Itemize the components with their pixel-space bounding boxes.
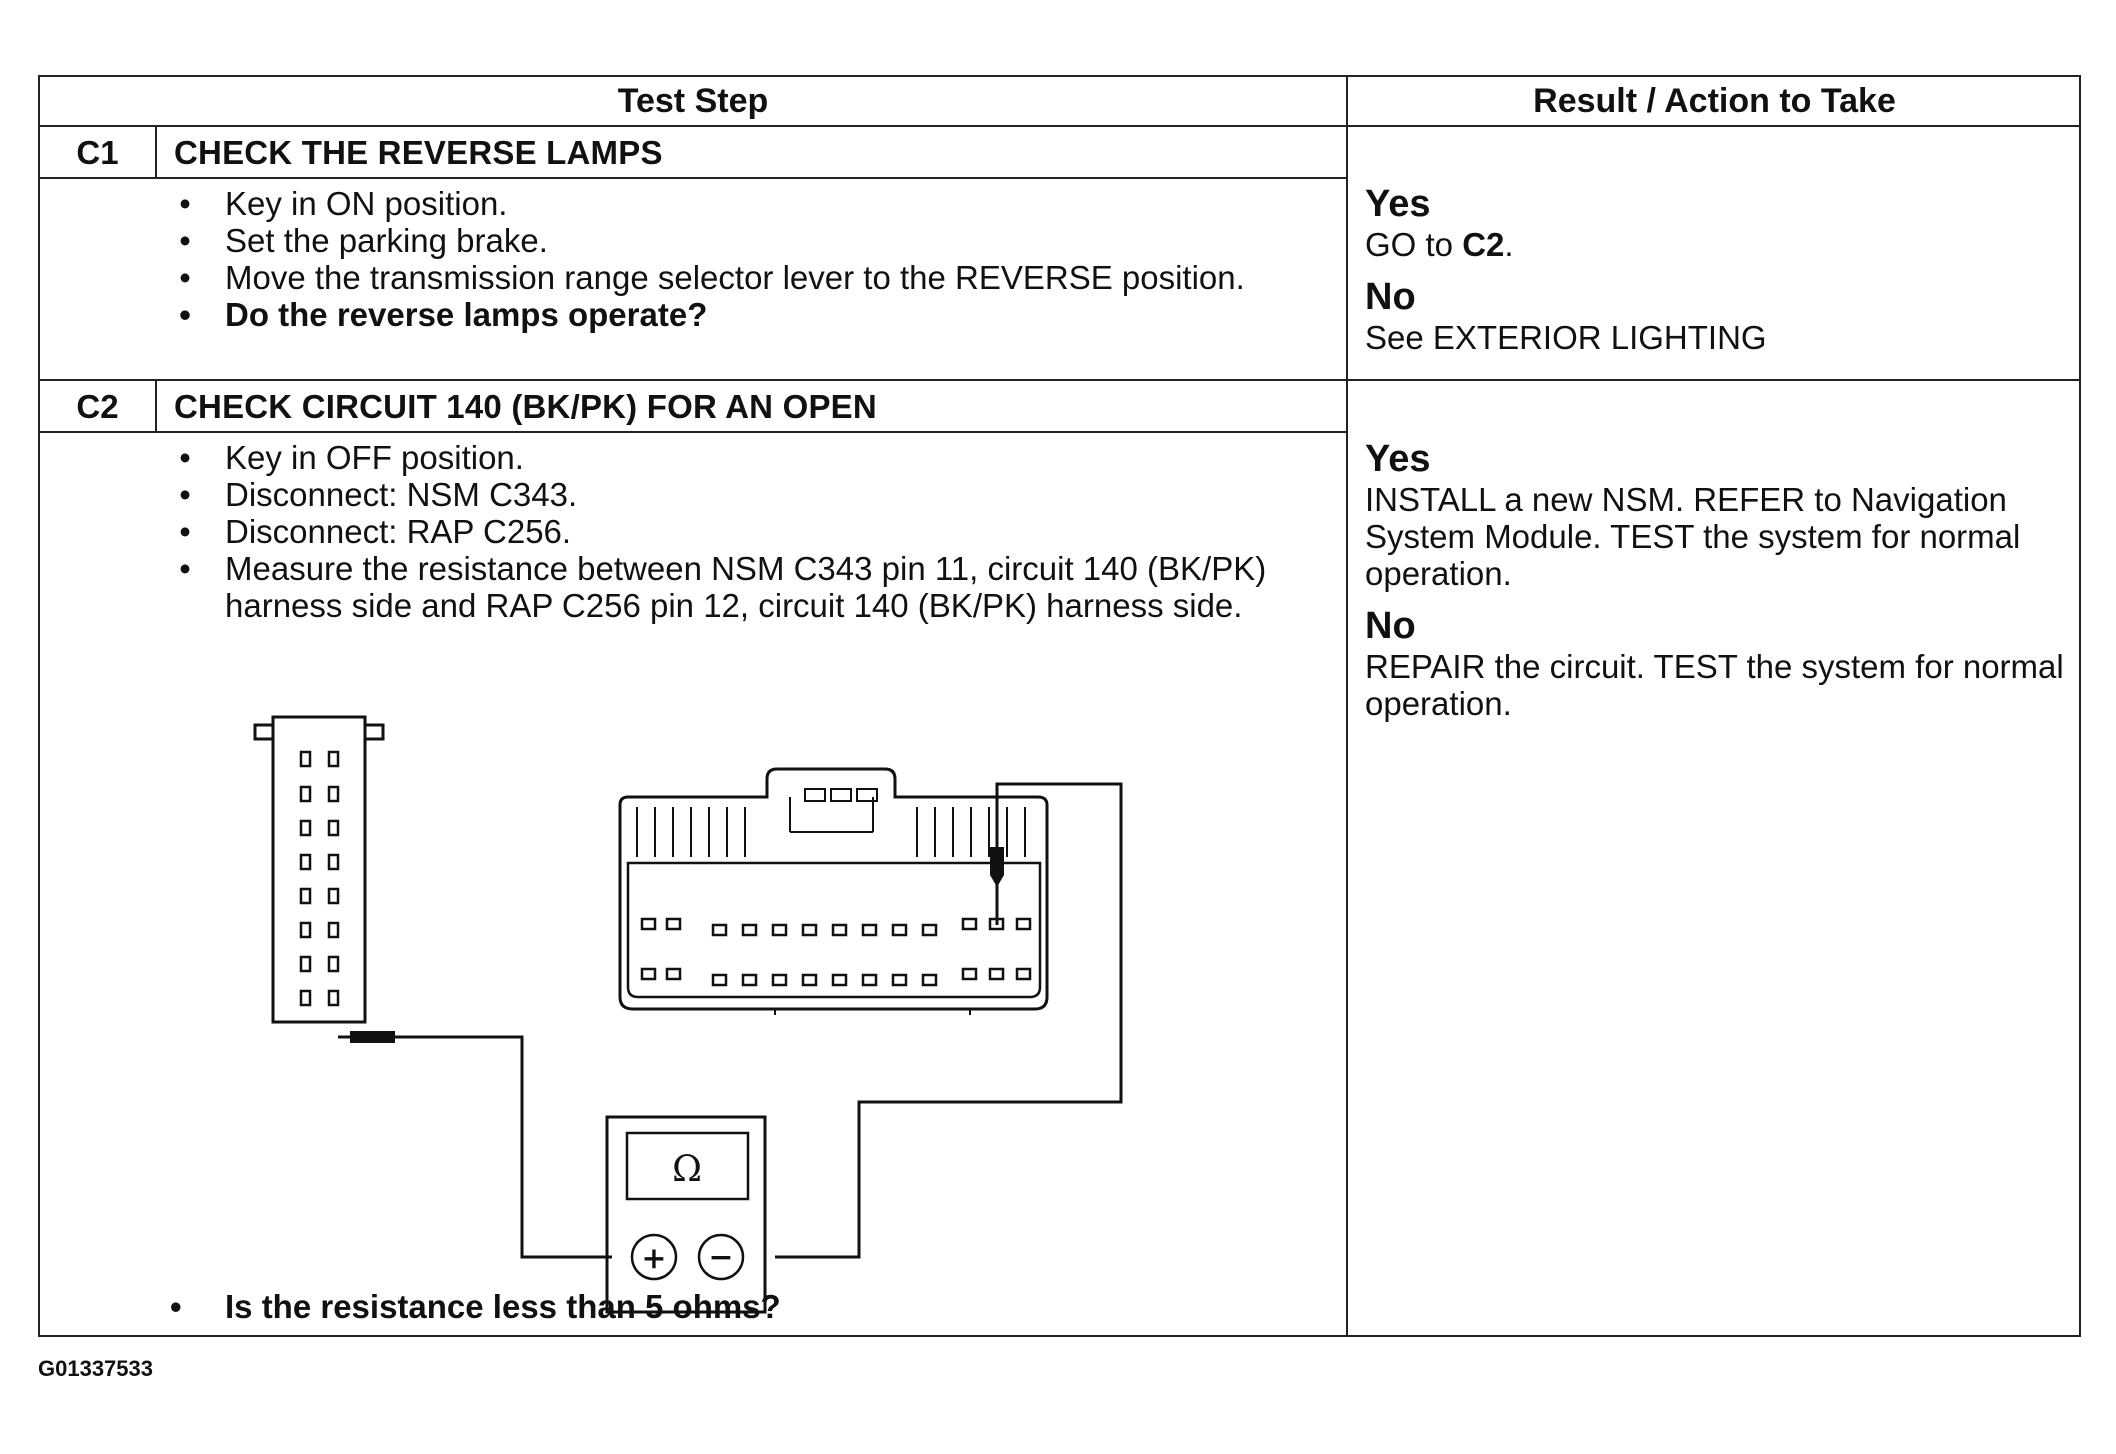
c1-yes-label: Yes <box>1365 183 1431 225</box>
c1-no-label: No <box>1365 276 1416 318</box>
c2-title-divider <box>40 431 1346 433</box>
header-test-step: Test Step <box>617 82 769 120</box>
rap-probe <box>990 787 1004 925</box>
step-title-c2: CHECK CIRCUIT 140 (BK/PK) FOR AN OPEN <box>174 388 877 425</box>
resistance-measurement-diagram: Ω + − <box>253 715 1123 1314</box>
wire-rap-to-meter <box>775 782 1123 1259</box>
c2-id-divider <box>155 379 157 431</box>
plus-symbol: + <box>641 1241 666 1276</box>
nsm-connector <box>271 715 367 1024</box>
rap-connector-pins <box>640 917 1032 987</box>
c2-bullet-list: •Key in OFF position. •Disconnect: NSM C… <box>170 439 1320 624</box>
step-id-c2: C2 <box>76 388 119 425</box>
list-item: •Measure the resistance between NSM C343… <box>170 550 1320 624</box>
c1-bullet-list: •Key in ON position. •Set the parking br… <box>170 185 1300 333</box>
c1-title-divider <box>40 177 1346 179</box>
list-item: •Disconnect: RAP C256. <box>170 513 1320 550</box>
c2-yes-label: Yes <box>1365 438 1431 480</box>
header-divider <box>40 125 2079 127</box>
list-item: •Disconnect: NSM C343. <box>170 476 1320 513</box>
minus-terminal <box>697 1233 745 1281</box>
bullet-dot: • <box>179 259 191 296</box>
step-title-c1: CHECK THE REVERSE LAMPS <box>174 134 663 171</box>
bullet-dot: • <box>179 513 191 550</box>
diagnostic-table: Test Step Result / Action to Take C1 CHE… <box>38 75 2081 1337</box>
c2-no-label: No <box>1365 605 1416 647</box>
c1-no-text: See EXTERIOR LIGHTING <box>1365 319 1767 356</box>
bullet-dot: • <box>179 439 191 476</box>
list-item-question: •Do the reverse lamps operate? <box>170 296 1300 333</box>
column-divider <box>1346 77 1348 1335</box>
bullet-dot: • <box>170 1288 182 1325</box>
bullet-dot: • <box>179 185 191 222</box>
list-item: •Set the parking brake. <box>170 222 1300 259</box>
nsm-connector-pins <box>299 750 340 1007</box>
c1-yes-text: GO to C2. <box>1365 226 1514 263</box>
bullet-dot: • <box>179 476 191 513</box>
rap-connector <box>618 767 1049 1011</box>
nsm-connector-tab-right <box>363 723 385 741</box>
c2-result: Yes INSTALL a new NSM. REFER to Navigati… <box>1365 437 2065 722</box>
plus-terminal <box>630 1233 678 1281</box>
c2-yes-text: INSTALL a new NSM. REFER to Navigation S… <box>1365 481 2021 592</box>
list-item: •Key in ON position. <box>170 185 1300 222</box>
bullet-dot: • <box>179 222 191 259</box>
header-result-action: Result / Action to Take <box>1533 82 1896 120</box>
document-id: G01337533 <box>38 1356 153 1381</box>
c1-id-divider <box>155 125 157 177</box>
c2-question: •Is the resistance less than 5 ohms? <box>170 1288 781 1325</box>
c2-no-text: REPAIR the circuit. TEST the system for … <box>1365 648 2064 722</box>
bullet-dot: • <box>179 296 191 333</box>
wire-nsm-to-meter <box>395 1035 612 1259</box>
step-id-c1: C1 <box>76 134 119 171</box>
list-item: •Move the transmission range selector le… <box>170 259 1300 296</box>
ohmmeter <box>605 1115 767 1314</box>
ohm-symbol: Ω <box>672 1149 702 1190</box>
ohmmeter-display <box>625 1131 750 1201</box>
minus-symbol: − <box>708 1240 733 1275</box>
bullet-dot: • <box>179 550 191 587</box>
c1-c2-divider <box>40 379 2079 381</box>
c1-result: Yes GO to C2. No See EXTERIOR LIGHTING <box>1365 182 2065 356</box>
nsm-connector-tab-left <box>253 723 275 741</box>
list-item: •Key in OFF position. <box>170 439 1320 476</box>
